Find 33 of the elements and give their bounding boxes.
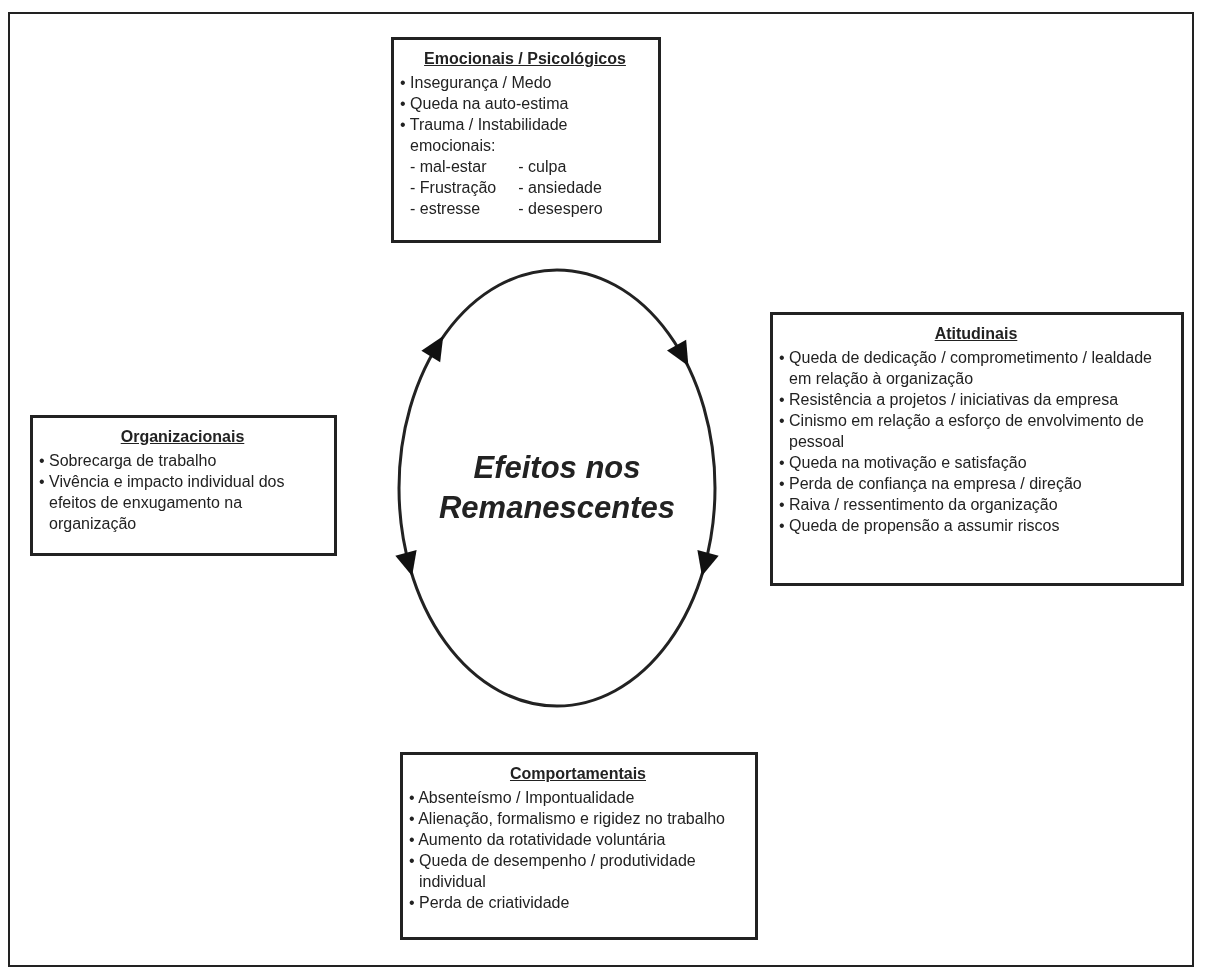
- list-item: - desespero: [518, 199, 603, 219]
- list-item: • Resistência a projetos / iniciativas da empresa: [779, 390, 1120, 410]
- box-heading: Comportamentais: [509, 765, 647, 783]
- box-heading: Organizacionais: [119, 428, 246, 446]
- center-title: Efeitos nos Remanescentes: [437, 449, 677, 527]
- list-item: • Insegurança / Medo: [400, 73, 553, 93]
- box-heading: Atitudinais: [933, 325, 1019, 343]
- list-item: • Queda de dedicação / comprometimento / lealdade em relação à organização: [779, 348, 1153, 389]
- list-item: - ansiedade: [518, 178, 603, 198]
- category-box: [770, 312, 1184, 586]
- category-box: [391, 37, 661, 243]
- list-item: • Vivência e impacto individual dos efeitos de enxugamento na organização: [39, 472, 286, 534]
- box-heading: Emocionais / Psicológicos: [423, 50, 627, 68]
- list-item: • Queda na motivação e satisfação: [779, 453, 1028, 473]
- list-item: - estresse: [410, 199, 482, 219]
- list-item: • Perda de criatividade: [409, 893, 571, 913]
- list-item: - culpa: [518, 157, 568, 177]
- list-item: • Raiva / ressentimento da organização: [779, 495, 1059, 515]
- list-item: • Sobrecarga de trabalho: [39, 451, 218, 471]
- category-box: [30, 415, 337, 556]
- list-item: - mal-estar: [410, 157, 488, 177]
- list-item: • Perda de confiança na empresa / direção: [779, 474, 1083, 494]
- list-item: • Absenteísmo / Impontualidade: [409, 788, 636, 808]
- list-item: • Cinismo em relação a esforço de envolvimento de pessoal: [779, 411, 1145, 452]
- list-item: • Aumento da rotatividade voluntária: [409, 830, 667, 850]
- list-item: • Queda na auto-estima: [400, 94, 570, 114]
- list-item: • Trauma / Instabilidade emocionais:: [400, 115, 569, 156]
- ellipse-node: [397, 268, 717, 708]
- list-item: - Frustração: [410, 178, 497, 198]
- category-box: [400, 752, 758, 940]
- list-item: • Queda de propensão a assumir riscos: [779, 516, 1061, 536]
- list-item: • Alienação, formalismo e rigidez no trabalho: [409, 809, 726, 829]
- list-item: • Queda de desempenho / produtividade individual: [409, 851, 697, 892]
